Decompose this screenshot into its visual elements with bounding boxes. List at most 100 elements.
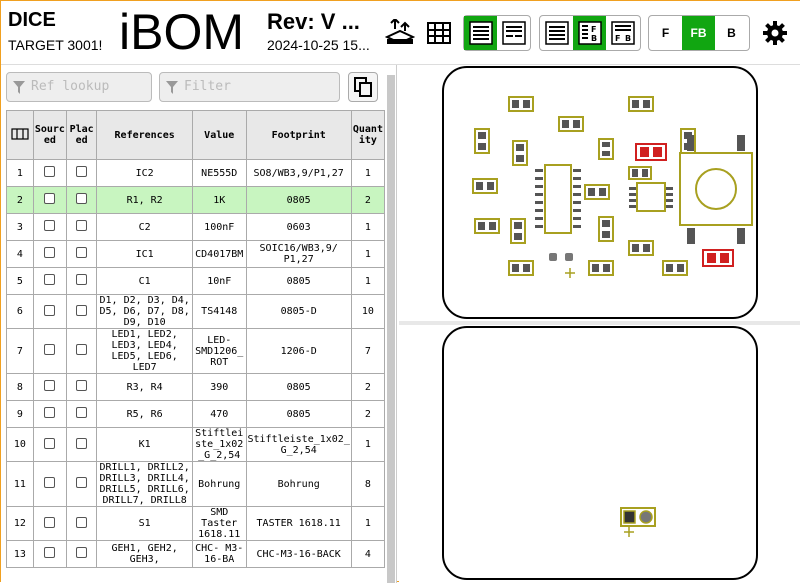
placed-cell bbox=[65, 240, 98, 268]
bom-grouped-button[interactable] bbox=[540, 16, 573, 50]
value-cell: LED- SMD1206_ ROT bbox=[191, 328, 247, 374]
ic2-pads bbox=[629, 187, 673, 208]
checkbox[interactable] bbox=[44, 407, 56, 418]
bom-top-drawings-bottom-icon bbox=[501, 21, 526, 45]
ref-lookup-placeholder: Ref lookup bbox=[31, 79, 110, 94]
pcb-canvas[interactable] bbox=[399, 65, 800, 583]
bom-ungrouped-button[interactable]: F B bbox=[573, 16, 606, 50]
checkbox[interactable] bbox=[44, 516, 56, 528]
row-index: 8 bbox=[6, 373, 34, 401]
column-header-footprint[interactable]: Footprint bbox=[245, 110, 352, 160]
revision-label: Rev: V ... bbox=[267, 9, 360, 34]
layer-back-button[interactable]: B bbox=[727, 26, 736, 40]
checkbox[interactable] bbox=[44, 166, 56, 177]
bom-top-drawings-bottom-button[interactable] bbox=[497, 16, 530, 50]
grid-icon bbox=[427, 22, 451, 44]
column-header-references[interactable]: References bbox=[96, 110, 193, 160]
bom-scrollbar-thumb[interactable] bbox=[387, 75, 395, 583]
copy-icon bbox=[354, 77, 372, 97]
checkbox[interactable] bbox=[44, 380, 56, 391]
placed-cell bbox=[65, 400, 98, 428]
column-header-placed[interactable]: Plac ed bbox=[65, 110, 98, 160]
value-cell: 390 bbox=[191, 373, 247, 401]
checkbox[interactable] bbox=[44, 304, 56, 316]
quantity-cell: 2 bbox=[350, 373, 385, 401]
checkbox[interactable] bbox=[44, 437, 56, 449]
checkbox[interactable] bbox=[44, 274, 56, 285]
quantity-cell: 7 bbox=[350, 328, 385, 374]
bom-left-drawings-right-button[interactable] bbox=[464, 16, 497, 50]
checkbox[interactable] bbox=[44, 193, 56, 204]
checkbox[interactable] bbox=[76, 437, 88, 449]
checkbox[interactable] bbox=[76, 407, 88, 418]
footprint-cell: CHC-M3-16-BACK bbox=[245, 540, 352, 568]
sourced-cell bbox=[32, 461, 67, 507]
canvas-divider[interactable] bbox=[399, 321, 800, 325]
column-header-index[interactable] bbox=[6, 110, 34, 160]
checkbox[interactable] bbox=[76, 220, 88, 231]
placed-cell bbox=[65, 186, 98, 214]
board-title: DICE bbox=[8, 9, 56, 31]
checkbox[interactable] bbox=[76, 274, 88, 285]
connector-pad bbox=[549, 253, 557, 261]
layer-front-button[interactable]: F bbox=[661, 26, 670, 40]
sourced-cell bbox=[32, 186, 67, 214]
checkbox[interactable] bbox=[44, 220, 56, 231]
checkbox[interactable] bbox=[44, 344, 56, 355]
bom-scrollbar[interactable] bbox=[387, 75, 395, 583]
footprint-cell: 0805-D bbox=[245, 294, 352, 329]
checkbox[interactable] bbox=[76, 516, 88, 528]
checkbox[interactable] bbox=[76, 380, 88, 391]
checkbox[interactable] bbox=[44, 547, 56, 558]
references-cell: C1 bbox=[96, 267, 193, 295]
bom-netlist-button[interactable]: F B bbox=[606, 16, 639, 50]
sourced-cell bbox=[32, 240, 67, 268]
netlist-icon: F B bbox=[610, 21, 635, 45]
row-index: 7 bbox=[6, 328, 34, 374]
checkbox[interactable] bbox=[76, 304, 88, 316]
column-header-quantity[interactable]: Quant ity bbox=[350, 110, 385, 160]
column-header-value[interactable]: Value bbox=[191, 110, 247, 160]
checkbox[interactable] bbox=[76, 477, 88, 488]
filter-input[interactable]: Filter bbox=[159, 72, 340, 102]
connector-pad bbox=[565, 253, 573, 261]
quantity-cell: 1 bbox=[350, 213, 385, 241]
top-bar: DICE TARGET 3001! iBOM Rev: V ... 2024-1… bbox=[1, 1, 800, 65]
ref-lookup-input[interactable]: Ref lookup bbox=[6, 72, 152, 102]
dark-mode-toggle[interactable] bbox=[383, 16, 417, 50]
copy-bom-button[interactable] bbox=[348, 72, 378, 102]
references-cell: R3, R4 bbox=[96, 373, 193, 401]
row-index: 6 bbox=[6, 294, 34, 329]
checkbox[interactable] bbox=[76, 166, 88, 177]
footprint-cell: 0805 bbox=[245, 267, 352, 295]
sourced-cell bbox=[32, 373, 67, 401]
checkbox[interactable] bbox=[44, 477, 56, 488]
checkbox[interactable] bbox=[76, 193, 88, 204]
row-index: 5 bbox=[6, 267, 34, 295]
footprint-cell: Bohrung bbox=[245, 461, 352, 507]
checkbox[interactable] bbox=[76, 547, 88, 558]
settings-button[interactable] bbox=[758, 16, 792, 50]
checkbox[interactable] bbox=[76, 247, 88, 258]
quantity-cell: 1 bbox=[350, 159, 385, 187]
checkbox[interactable] bbox=[76, 344, 88, 355]
fabrication-layer-button[interactable] bbox=[422, 16, 456, 50]
checkbox[interactable] bbox=[44, 247, 56, 258]
layer-both-button[interactable]: FB bbox=[682, 16, 715, 50]
switch-pad bbox=[687, 228, 695, 244]
column-header-sourced[interactable]: Sourc ed bbox=[32, 110, 67, 160]
row-index: 12 bbox=[6, 506, 34, 541]
